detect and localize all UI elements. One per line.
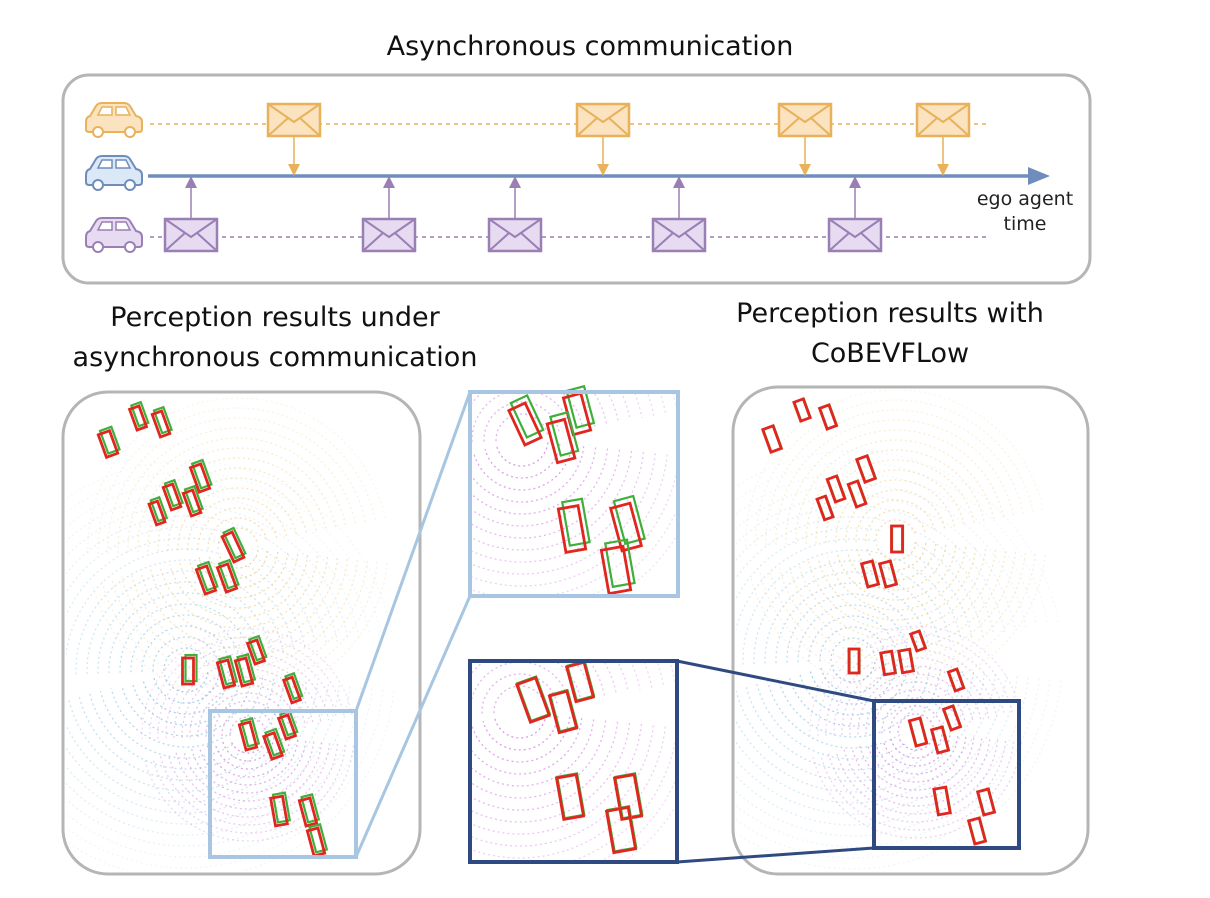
- detection-box: [188, 458, 213, 494]
- detection-box: [854, 454, 878, 484]
- ego-arrowhead-icon: [1028, 167, 1050, 185]
- detection-box: [890, 524, 905, 554]
- zoom-connector-dark-top: [676, 659, 875, 703]
- figure-title: Asynchronous communication: [387, 31, 794, 62]
- detection-box: [281, 671, 304, 705]
- zoom-connector-dark-bottom: [676, 846, 875, 864]
- detection-box: [599, 538, 636, 596]
- detection-box: [932, 785, 952, 817]
- detection-box: [604, 804, 638, 855]
- envelope-icon-top: [915, 102, 971, 138]
- detection-box: [545, 410, 580, 465]
- point-cloud: [745, 390, 1046, 691]
- envelope-icon-top: [266, 102, 322, 138]
- detection-box: [245, 634, 268, 666]
- envelope-icon-bottom: [487, 217, 543, 253]
- detection-box: [96, 425, 121, 460]
- detection-box: [556, 497, 591, 555]
- detection-box: [220, 526, 247, 564]
- axis-label-ego-agent: ego agent: [977, 188, 1073, 210]
- detection-box: [194, 560, 219, 596]
- detection-box: [817, 403, 839, 431]
- detection-box: [907, 716, 929, 748]
- detection-box: [608, 494, 646, 553]
- detection-box: [859, 559, 881, 589]
- detection-box: [564, 659, 596, 704]
- detection-box: [181, 653, 198, 686]
- detection-box: [877, 559, 899, 589]
- envelope-icon-bottom: [827, 217, 883, 253]
- detection-box: [297, 792, 321, 828]
- envelope-icon-top: [575, 102, 631, 138]
- detection-box: [161, 478, 185, 512]
- detection-box: [215, 654, 239, 690]
- right-panel-title-line2: CoBEVFLow: [811, 338, 969, 369]
- right-zoom-region: [872, 699, 1021, 850]
- car-icon-ego: [85, 155, 143, 191]
- detection-box: [127, 400, 150, 432]
- left-panel-title-line1: Perception results under: [110, 302, 440, 333]
- messages-group: [163, 102, 971, 253]
- detection-box: [941, 704, 963, 732]
- detection-box: [879, 649, 898, 677]
- envelope-icon-top: [777, 102, 833, 138]
- detection-box: [514, 675, 552, 725]
- detection-box: [792, 397, 812, 423]
- detection-box: [929, 725, 951, 755]
- detection-box: [506, 393, 545, 447]
- point-cloud: [736, 450, 1062, 870]
- detection-box: [554, 772, 586, 822]
- envelope-icon-bottom: [163, 217, 219, 253]
- detection-box: [261, 727, 286, 761]
- envelope-icon-bottom: [651, 217, 707, 253]
- point-cloud: [809, 625, 1023, 839]
- detection-box: [547, 688, 579, 735]
- detection-box: [908, 629, 928, 653]
- zoom-connector-light-top: [354, 391, 472, 712]
- detection-box: [269, 791, 292, 828]
- detection-box: [233, 652, 257, 688]
- detection-box: [237, 716, 261, 752]
- detection-box: [215, 558, 240, 594]
- detection-box: [305, 822, 329, 858]
- cars-group: [85, 102, 143, 253]
- left-pointcloud-panel: [61, 390, 422, 876]
- detection-box: [150, 405, 174, 439]
- point-cloud: [87, 397, 388, 699]
- axis-label-time: time: [1004, 213, 1047, 235]
- point-cloud: [141, 628, 355, 842]
- detection-box: [966, 816, 988, 846]
- right-panel-title-line1: Perception results with: [736, 298, 1044, 329]
- detection-box: [946, 667, 966, 693]
- zoom-inset-async: [468, 384, 680, 598]
- detection-box: [846, 479, 868, 509]
- detection-box: [815, 494, 835, 522]
- point-cloud: [472, 394, 676, 594]
- car-icon-agent-top: [85, 102, 143, 138]
- car-icon-agent-bottom: [85, 217, 143, 253]
- detection-box: [760, 424, 784, 454]
- detection-box: [847, 647, 861, 675]
- left-panel-title-line2: asynchronous communication: [73, 342, 478, 373]
- envelope-icon-bottom: [361, 217, 417, 253]
- detection-box: [181, 484, 205, 518]
- detection-box: [825, 474, 847, 504]
- right-pointcloud-panel: [731, 385, 1090, 876]
- left-zoom-region: [208, 709, 358, 859]
- detection-box: [897, 647, 916, 675]
- detection-box: [147, 495, 169, 527]
- zoom-inset-cobevflow: [468, 659, 679, 864]
- detection-box: [975, 787, 997, 817]
- zoom-connector-light-bottom: [354, 595, 472, 858]
